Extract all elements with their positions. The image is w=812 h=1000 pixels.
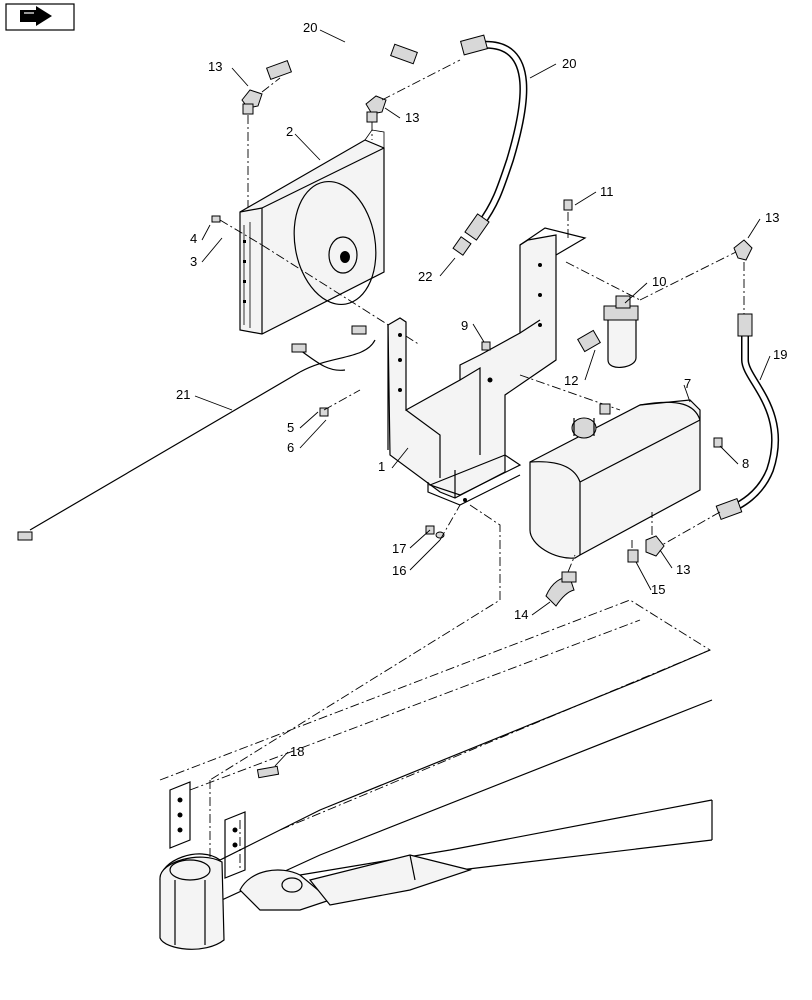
callout-16: 16 bbox=[392, 563, 406, 578]
callout-15: 15 bbox=[651, 582, 665, 597]
callout-20b: 20 bbox=[562, 56, 576, 71]
leader-lines bbox=[194, 29, 771, 767]
callout-19: 19 bbox=[773, 347, 787, 362]
elbow-fitting-13-tank bbox=[645, 535, 665, 557]
callout-7: 7 bbox=[684, 376, 691, 391]
callout-2: 2 bbox=[286, 124, 293, 139]
callout-13b: 13 bbox=[405, 110, 419, 125]
callout-13d: 13 bbox=[676, 562, 690, 577]
hose-19 bbox=[715, 313, 780, 520]
bolt-5 bbox=[319, 407, 329, 417]
nut-9 bbox=[481, 341, 491, 351]
callout-8: 8 bbox=[742, 456, 749, 471]
wire-harness-21 bbox=[17, 325, 376, 541]
callout-labels: 20 20 13 13 13 13 2 4 3 11 22 10 9 12 19… bbox=[176, 20, 787, 759]
plug-15 bbox=[627, 549, 639, 563]
hose-20-left bbox=[265, 42, 418, 81]
callout-22: 22 bbox=[418, 269, 432, 284]
oil-cooler-2 bbox=[239, 129, 385, 335]
hydraulic-tank-7 bbox=[529, 399, 701, 559]
callout-10: 10 bbox=[652, 274, 666, 289]
callout-1: 1 bbox=[378, 459, 385, 474]
callout-17: 17 bbox=[392, 541, 406, 556]
plug-8 bbox=[713, 437, 723, 448]
callout-13c: 13 bbox=[765, 210, 779, 225]
callout-9: 9 bbox=[461, 318, 468, 333]
frame-boom bbox=[159, 599, 713, 950]
hose-20-right bbox=[452, 34, 528, 256]
filter-10 bbox=[603, 295, 639, 368]
bolt-4 bbox=[211, 215, 221, 223]
callout-12: 12 bbox=[564, 373, 578, 388]
page-forward-arrow-icon[interactable] bbox=[5, 3, 75, 31]
bolt-18 bbox=[256, 765, 280, 779]
elbow-fitting-13-right bbox=[365, 95, 387, 123]
elbow-fitting-13-left bbox=[241, 89, 263, 115]
callout-13a: 13 bbox=[208, 59, 222, 74]
elbow-fitting-14 bbox=[545, 571, 577, 607]
callout-18: 18 bbox=[290, 744, 304, 759]
mounting-bracket-1 bbox=[387, 227, 587, 506]
callout-14: 14 bbox=[514, 607, 528, 622]
elbow-fitting-12 bbox=[577, 329, 601, 353]
callout-11: 11 bbox=[600, 184, 614, 199]
callout-20a: 20 bbox=[303, 20, 317, 35]
callout-4: 4 bbox=[190, 231, 197, 246]
callout-6: 6 bbox=[287, 440, 294, 455]
callout-3: 3 bbox=[190, 254, 197, 269]
callout-21: 21 bbox=[176, 387, 190, 402]
callout-5: 5 bbox=[287, 420, 294, 435]
elbow-fitting-13-top-right bbox=[733, 239, 753, 261]
bolt-11 bbox=[563, 199, 573, 211]
